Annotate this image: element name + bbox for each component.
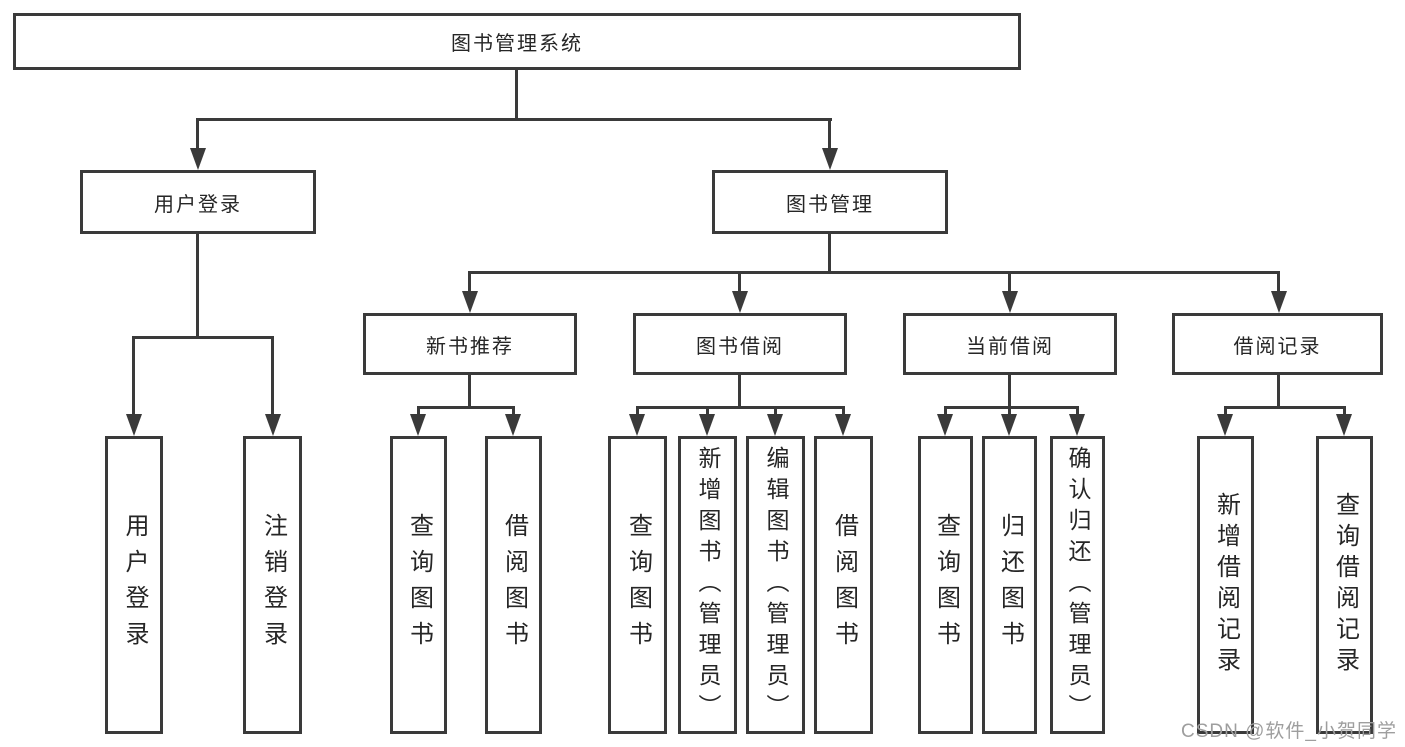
- leaf-confirm-return-admin: 确认归还（管理员）: [1050, 436, 1105, 734]
- arrow-down-icon: [462, 291, 478, 313]
- leaf-user-login: 用户登录: [105, 436, 163, 734]
- connector-line: [706, 406, 709, 418]
- arrow-down-icon: [1069, 414, 1085, 436]
- connector-line: [1224, 406, 1346, 409]
- leaf-label: 确认归还（管理员）: [1065, 445, 1091, 725]
- arrow-down-icon: [732, 291, 748, 313]
- node-book-borrow: 图书借阅: [633, 313, 847, 375]
- leaf-edit-book-admin: 编辑图书（管理员）: [746, 436, 805, 734]
- leaf-label: 注销登录: [259, 513, 287, 657]
- arrow-down-icon: [1271, 291, 1287, 313]
- connector-line: [196, 118, 832, 121]
- connector-line: [271, 336, 274, 416]
- leaf-label: 借阅图书: [830, 513, 858, 657]
- connector-line: [774, 406, 777, 418]
- connector-line: [842, 406, 845, 418]
- connector-line: [417, 406, 515, 409]
- connector-line: [132, 336, 274, 339]
- leaf-logout: 注销登录: [243, 436, 302, 734]
- connector-line: [944, 406, 1079, 409]
- leaf-borrow-books-recommend: 借阅图书: [485, 436, 542, 734]
- arrow-down-icon: [629, 414, 645, 436]
- connector-line: [828, 118, 831, 152]
- csdn-watermark: CSDN @软件_小贺同学: [1181, 721, 1397, 742]
- leaf-label: 查询借阅记录: [1331, 492, 1359, 678]
- arrow-down-icon: [835, 414, 851, 436]
- connector-line: [1008, 375, 1011, 408]
- leaf-label: 编辑图书（管理员）: [763, 445, 789, 725]
- leaf-label: 查询图书: [624, 513, 652, 657]
- connector-line: [1008, 406, 1011, 418]
- leaf-label: 新增借阅记录: [1212, 492, 1240, 678]
- connector-line: [636, 406, 639, 418]
- node-label: 当前借阅: [966, 335, 1054, 358]
- connector-line: [512, 406, 515, 418]
- connector-line: [738, 375, 741, 408]
- connector-line: [1343, 406, 1346, 418]
- arrow-down-icon: [190, 148, 206, 170]
- arrow-down-icon: [937, 414, 953, 436]
- connector-line: [1277, 375, 1280, 408]
- arrow-down-icon: [1001, 414, 1017, 436]
- node-label: 图书借阅: [696, 335, 784, 358]
- node-user-login: 用户登录: [80, 170, 316, 234]
- node-label: 新书推荐: [426, 335, 514, 358]
- arrow-down-icon: [410, 414, 426, 436]
- connector-line: [132, 336, 135, 416]
- arrow-down-icon: [126, 414, 142, 436]
- node-current-borrow: 当前借阅: [903, 313, 1117, 375]
- arrow-down-icon: [1002, 291, 1018, 313]
- leaf-borrow-books: 借阅图书: [814, 436, 873, 734]
- leaf-label: 归还图书: [996, 513, 1024, 657]
- leaf-add-book-admin: 新增图书（管理员）: [678, 436, 737, 734]
- node-label: 用户登录: [154, 193, 242, 216]
- connector-line: [468, 271, 1280, 274]
- connector-line: [636, 406, 845, 409]
- leaf-add-borrow-record: 新增借阅记录: [1197, 436, 1254, 734]
- connector-line: [1008, 271, 1011, 293]
- connector-line: [1076, 406, 1079, 418]
- arrow-down-icon: [767, 414, 783, 436]
- connector-line: [944, 406, 947, 418]
- leaf-query-books-recommend: 查询图书: [390, 436, 447, 734]
- connector-line: [1277, 271, 1280, 293]
- arrow-down-icon: [265, 414, 281, 436]
- connector-line: [417, 406, 420, 418]
- leaf-query-books-borrow: 查询图书: [608, 436, 667, 734]
- leaf-label: 查询图书: [405, 513, 433, 657]
- node-borrow-records: 借阅记录: [1172, 313, 1383, 375]
- connector-line: [196, 118, 199, 152]
- leaf-label: 用户登录: [121, 513, 148, 657]
- arrow-down-icon: [699, 414, 715, 436]
- node-new-book-recommend: 新书推荐: [363, 313, 577, 375]
- leaf-label: 新增图书（管理员）: [695, 445, 721, 725]
- arrow-down-icon: [505, 414, 521, 436]
- node-label: 借阅记录: [1233, 335, 1322, 358]
- node-library-management-system: 图书管理系统: [13, 13, 1021, 70]
- connector-line: [515, 70, 518, 120]
- connector-line: [828, 234, 831, 273]
- arrow-down-icon: [1336, 414, 1352, 436]
- connector-line: [468, 375, 471, 408]
- arrow-down-icon: [822, 148, 838, 170]
- leaf-query-books-current: 查询图书: [918, 436, 973, 734]
- connector-line: [738, 271, 741, 293]
- arrow-down-icon: [1217, 414, 1233, 436]
- leaf-query-borrow-record: 查询借阅记录: [1316, 436, 1373, 734]
- node-label: 图书管理: [786, 193, 874, 216]
- node-book-management: 图书管理: [712, 170, 948, 234]
- connector-line: [196, 234, 199, 339]
- leaf-label: 查询图书: [932, 513, 960, 657]
- connector-line: [1224, 406, 1227, 418]
- leaf-return-books: 归还图书: [982, 436, 1037, 734]
- node-label: 图书管理系统: [451, 33, 583, 55]
- leaf-label: 借阅图书: [500, 513, 528, 657]
- connector-line: [468, 271, 471, 293]
